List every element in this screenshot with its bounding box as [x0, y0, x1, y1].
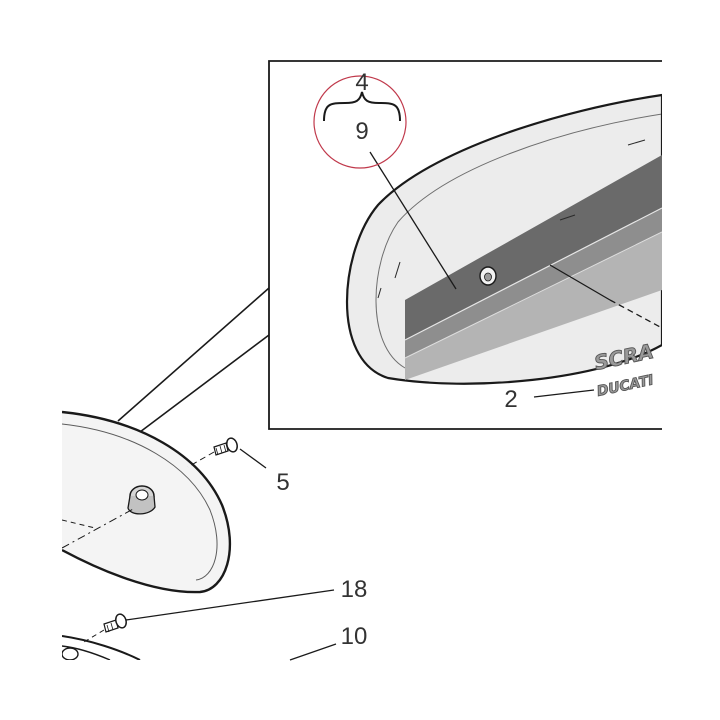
- callout-9: 9: [355, 118, 368, 145]
- leader-line-5: [239, 448, 267, 469]
- leader-line-10: [289, 643, 337, 661]
- group-brace: [323, 91, 401, 122]
- main-side-cover-inner: [62, 423, 218, 581]
- side-cover-bevel: [375, 113, 662, 369]
- main-part-view: [62, 410, 238, 660]
- centerline: [62, 507, 136, 549]
- zoom-connector-lines: [117, 287, 270, 433]
- lower-part-outline: [62, 635, 141, 660]
- callout-5: 5: [276, 469, 289, 496]
- stripe-light: [405, 232, 662, 380]
- screw-18: [103, 613, 127, 633]
- stripe-dark: [405, 155, 662, 340]
- fastener-hole: [479, 266, 497, 286]
- leader-line-2: [533, 389, 595, 398]
- leader-line-18: [125, 589, 335, 621]
- leader-line-stripe: [549, 264, 611, 301]
- screw-5: [213, 437, 238, 456]
- stripe-mid: [405, 208, 662, 358]
- leader-line-9: [369, 151, 457, 290]
- detail-inset-view: SCRA DUCATI: [345, 93, 662, 400]
- decal-ducati: DUCATI: [596, 372, 656, 400]
- detail-inset-frame: [268, 60, 662, 430]
- callout-10: 10: [341, 623, 368, 650]
- callout-2: 2: [504, 386, 517, 413]
- surface-shading-strokes: [377, 139, 646, 299]
- callout-4: 4: [355, 69, 368, 96]
- mounting-boss: [127, 485, 156, 515]
- highlight-circle: [313, 75, 407, 169]
- screw-5-axis: [187, 451, 215, 468]
- callout-18: 18: [341, 576, 368, 603]
